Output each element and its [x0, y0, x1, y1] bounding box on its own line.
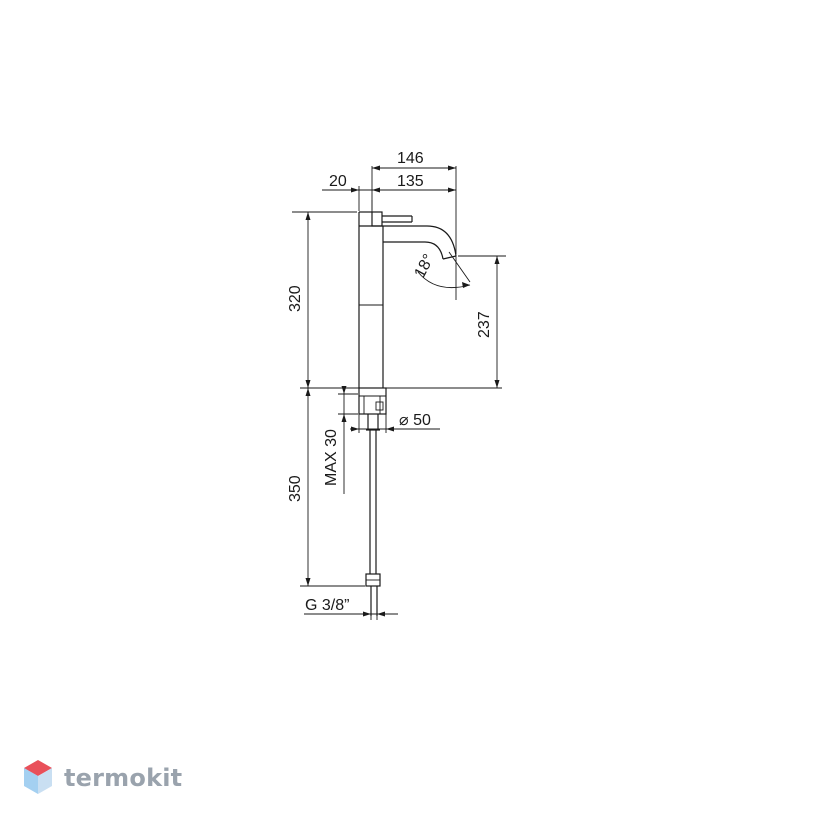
label-body-height: 320	[287, 285, 304, 312]
label-spout-height: 237	[476, 311, 493, 338]
label-max-deck: MAX 30	[323, 429, 340, 486]
label-thread: G 3/8”	[305, 597, 349, 614]
label-hose-length: 350	[287, 475, 304, 502]
label-overall-width: 146	[397, 150, 424, 167]
dim-overall-width	[371, 165, 457, 254]
dim-spout-angle	[417, 251, 471, 300]
cube-logo-icon	[24, 760, 52, 794]
dim-thread	[304, 604, 398, 620]
label-base-diameter: ⌀ 50	[399, 412, 431, 429]
dim-base-diameter	[350, 414, 440, 433]
label-spout-angle: 18°	[412, 252, 438, 281]
brand-logo: termokit	[22, 758, 182, 798]
dim-lever-and-reach	[322, 186, 456, 211]
dim-hose-length	[300, 388, 365, 587]
dim-body-height	[292, 211, 357, 388]
base-and-fixing	[358, 387, 387, 616]
faucet-body	[358, 200, 384, 388]
spout	[383, 225, 457, 260]
lever-handle	[371, 211, 413, 227]
brand-name: termokit	[64, 764, 183, 792]
label-spout-reach: 135	[397, 173, 424, 190]
dim-max-deck	[338, 386, 358, 494]
dim-spout-height	[458, 255, 506, 388]
label-lever-offset: 20	[329, 173, 347, 190]
